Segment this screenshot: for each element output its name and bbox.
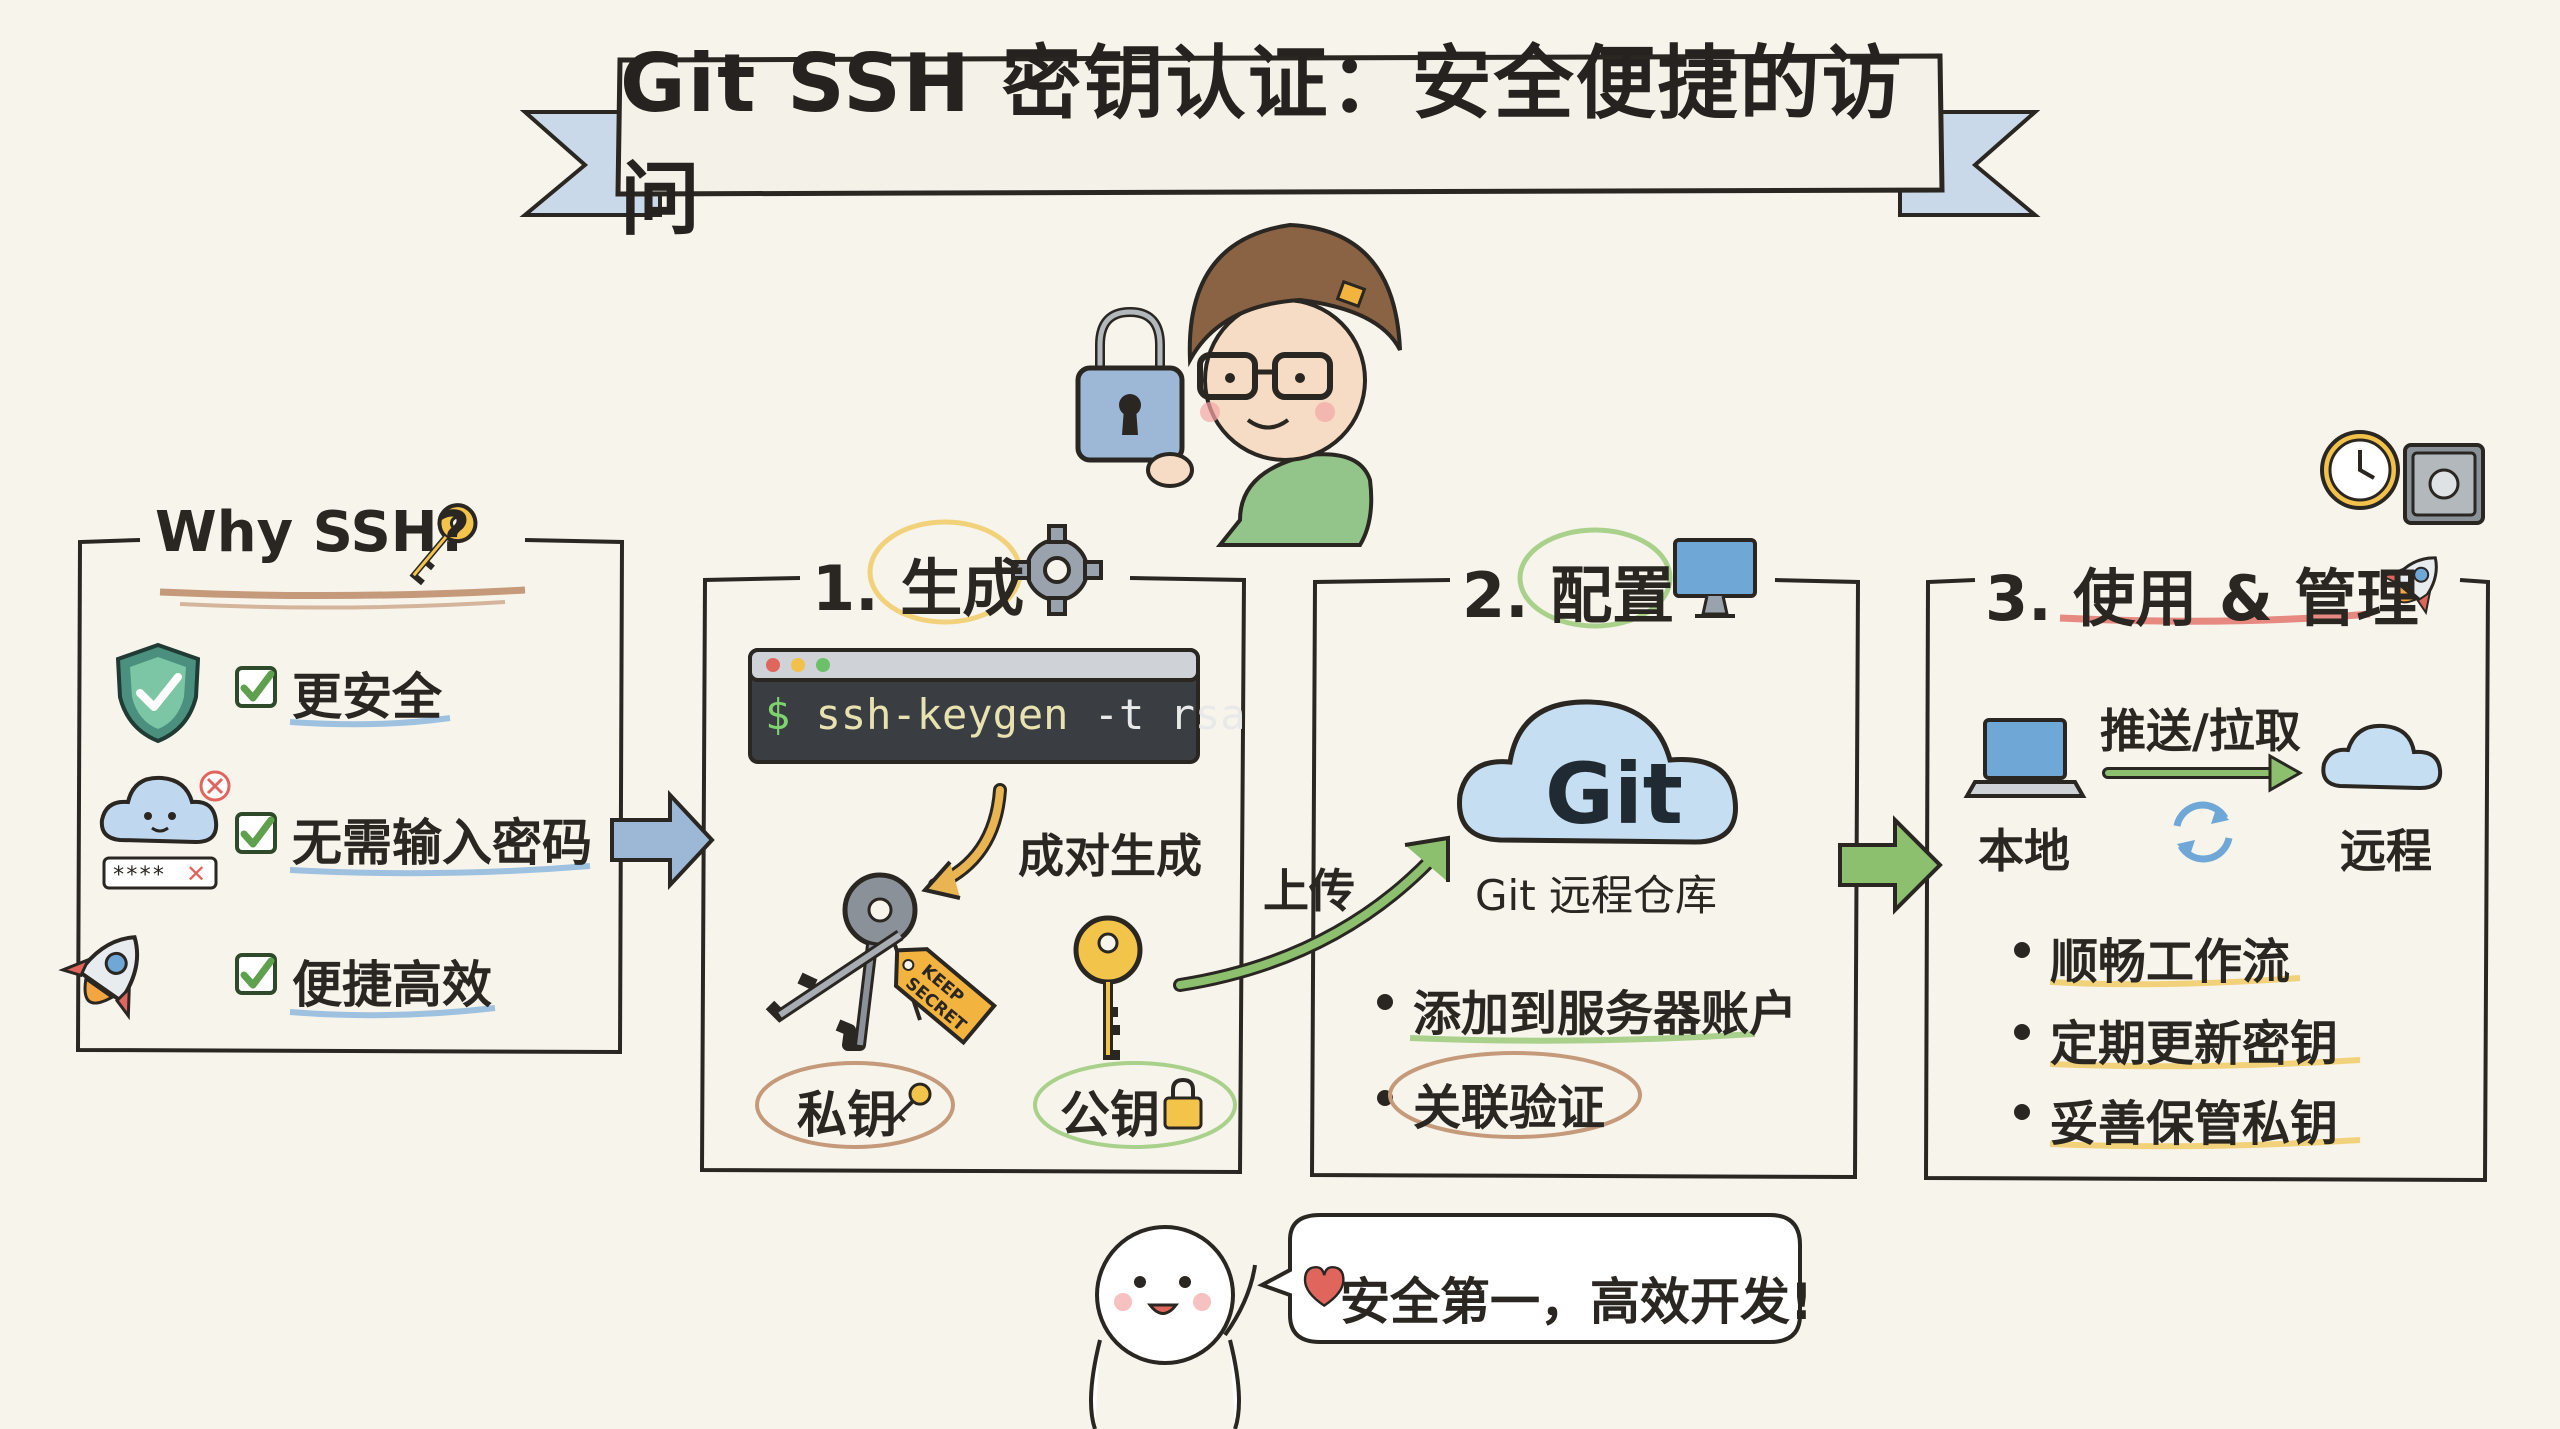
- push-pull-label: 推送/拉取: [2100, 704, 2301, 758]
- heart-icon: [1303, 1265, 1345, 1308]
- configure-heading-circle: [1517, 527, 1673, 629]
- checkbox-icon: [237, 668, 275, 706]
- configure-bullet-verify: 关联验证: [1413, 1080, 1606, 1136]
- private-key-icon: [765, 872, 922, 1051]
- remote-label: 远程: [2340, 824, 2432, 878]
- keep-secret-tag: KEEP SECRET: [893, 947, 998, 1046]
- why-item-secure: 更安全: [292, 668, 442, 726]
- key-icon: [409, 503, 478, 586]
- title-banner: [519, 53, 2041, 217]
- pair-note: 成对生成: [1018, 829, 1202, 883]
- why-item-no-password: 无需输入密码: [292, 814, 592, 872]
- use-heading-underline: [2059, 610, 2371, 625]
- local-label: 本地: [1978, 824, 2070, 878]
- terminal-window: [748, 648, 1200, 764]
- mascot-character: [1089, 1225, 1257, 1429]
- flow-arrow: [1838, 815, 1943, 915]
- page-title: Git SSH 密钥认证：安全便捷的访问: [620, 37, 1904, 246]
- sync-icon: [2173, 801, 2233, 863]
- private-key-label: 私钥: [797, 1086, 897, 1144]
- checkbox-icon: [237, 814, 275, 852]
- generate-heading: 1. 生成: [812, 552, 1025, 625]
- upload-label: 上传: [1263, 864, 1355, 918]
- prompt-symbol: $: [765, 690, 791, 739]
- why-underline: [159, 586, 526, 600]
- cloud-icon: [1457, 699, 1738, 845]
- configure-bullet-add: 添加到服务器账户: [1413, 986, 1798, 1042]
- use-bullet-workflow: 顺畅工作流: [2050, 934, 2291, 990]
- panel-generate: [699, 576, 1247, 1175]
- developer-character: [1187, 222, 1402, 547]
- panel-use: [1923, 578, 2491, 1183]
- key-icon: [890, 1082, 932, 1124]
- rocket-icon: [58, 935, 140, 1021]
- password-mask: ****: [112, 863, 165, 888]
- use-bullet-protect: 妥善保管私钥: [2050, 1096, 2339, 1152]
- public-key-icon: [1073, 915, 1143, 1060]
- shield-icon: [115, 642, 201, 744]
- clock-icon: [2320, 430, 2400, 510]
- checkbox-icon: [237, 955, 275, 993]
- svg-text:✕: ✕: [186, 860, 206, 888]
- terminal-command: $ ssh-keygen -t rsa: [765, 690, 1245, 739]
- speech-bubble: [1257, 1213, 1802, 1344]
- gear-icon: [1011, 524, 1103, 616]
- cloud-icon: [2321, 723, 2443, 791]
- panel-why: [75, 538, 625, 1055]
- flow-arrow: [610, 789, 715, 891]
- command-name: ssh-keygen: [815, 690, 1069, 739]
- monitor-icon: [1673, 538, 1757, 618]
- bubble-text: 安全第一，高效开发!: [1340, 1273, 1813, 1331]
- rocket-icon: [2380, 556, 2438, 616]
- safe-icon: [2403, 443, 2485, 525]
- public-key-label: 公钥: [1060, 1086, 1160, 1144]
- why-heading: Why SSH?: [155, 500, 471, 565]
- use-bullet-rotate: 定期更新密钥: [2050, 1016, 2339, 1072]
- panel-configure: [1309, 578, 1861, 1180]
- laptop-icon: [1963, 718, 2087, 798]
- command-flag: -t rsa: [1093, 690, 1246, 739]
- git-cloud-label: Git: [1545, 745, 1683, 843]
- cloud-icon: [99, 770, 231, 890]
- repo-label: Git 远程仓库: [1475, 871, 1718, 920]
- use-heading: 3. 使用 & 管理: [1985, 562, 2419, 635]
- configure-heading: 2. 配置: [1462, 559, 1675, 632]
- padlock-icon: [1163, 1077, 1203, 1130]
- padlock-icon: [1075, 306, 1194, 488]
- why-item-efficient: 便捷高效: [292, 956, 492, 1014]
